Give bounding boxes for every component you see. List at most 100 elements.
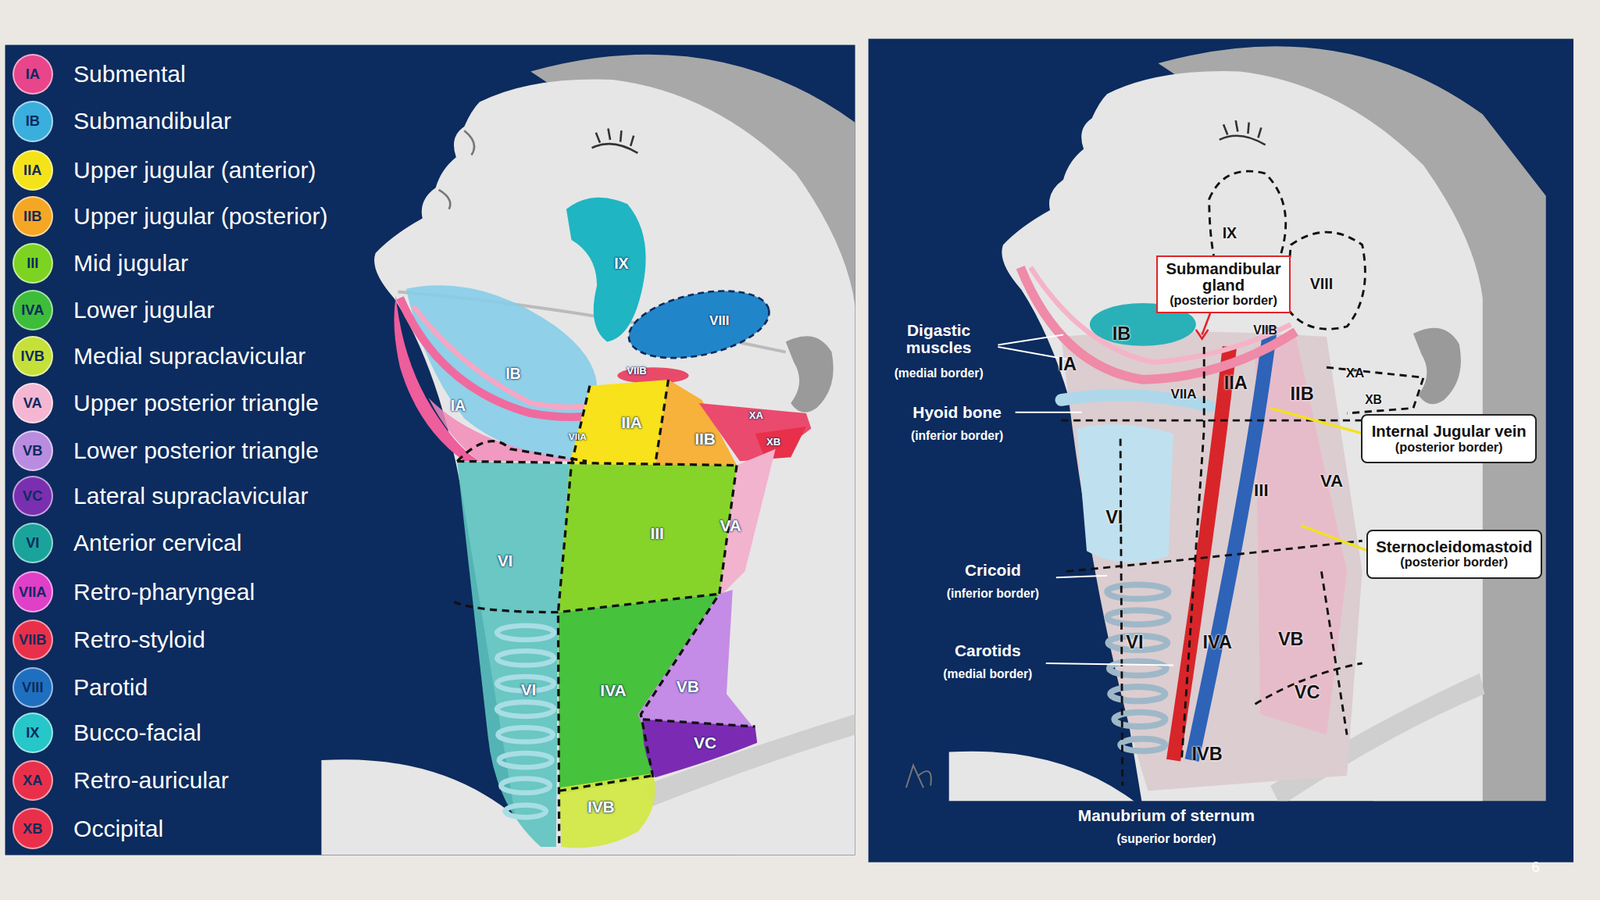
illustration-shape bbox=[1255, 663, 1363, 704]
region-label: VI bbox=[1125, 632, 1143, 652]
illustration-shape bbox=[1109, 660, 1167, 675]
level-code: IB bbox=[25, 112, 40, 130]
illustration-shape bbox=[1060, 331, 1362, 791]
legend-swatch: VB bbox=[12, 430, 54, 472]
legend-text: Parotid bbox=[73, 674, 148, 701]
region-label: IB bbox=[505, 365, 522, 383]
illustration-shape bbox=[1192, 326, 1272, 761]
illustration-shape bbox=[321, 78, 855, 855]
illustration-shape bbox=[1219, 120, 1266, 145]
structure-label: (medial border) bbox=[942, 667, 1033, 681]
legend-swatch: VIIA bbox=[12, 571, 54, 612]
illustration-shape bbox=[496, 625, 554, 640]
illustration-shape bbox=[1181, 346, 1204, 761]
legend-text: Upper jugular (posterior) bbox=[73, 203, 328, 230]
region-label: VIIA bbox=[568, 432, 587, 442]
level-code: IX bbox=[25, 724, 40, 742]
legend-text: Lateral supraclavicular bbox=[73, 482, 308, 510]
callout-subtitle: (posterior border) bbox=[1169, 293, 1278, 308]
illustration-shape bbox=[1285, 232, 1366, 329]
illustration-shape bbox=[439, 130, 475, 210]
illustration-shape bbox=[559, 775, 654, 792]
level-code: XB bbox=[22, 820, 43, 838]
region-label: VIIA bbox=[1171, 388, 1197, 403]
level-code: IA bbox=[25, 65, 40, 83]
legend-swatch: IA bbox=[12, 53, 54, 95]
illustration-shape bbox=[699, 403, 812, 461]
callout-subtitle: (posterior border) bbox=[1395, 440, 1504, 454]
level-code: VI bbox=[25, 534, 40, 552]
region-label: IIB bbox=[1290, 384, 1315, 404]
illustration-shape bbox=[1060, 171, 1424, 786]
illustration-shape bbox=[1107, 584, 1168, 599]
illustration-shape bbox=[642, 719, 758, 778]
illustration-shape bbox=[499, 753, 553, 768]
structure-label: (inferior border) bbox=[946, 587, 1040, 600]
region-label: IA bbox=[450, 396, 467, 414]
illustration-shape bbox=[1107, 584, 1168, 751]
region-label: IVB bbox=[587, 798, 615, 816]
region-label: IVB bbox=[1192, 744, 1223, 765]
region-label: VIIB bbox=[1253, 324, 1277, 337]
legend-swatch: IB bbox=[12, 100, 54, 142]
illustration-shape bbox=[1413, 328, 1461, 404]
illustration-shape bbox=[1076, 424, 1174, 563]
legend-text: Anterior cervical bbox=[73, 529, 242, 557]
illustration-shape bbox=[640, 465, 737, 779]
region-label: VIIB bbox=[626, 366, 647, 378]
illustration-shape bbox=[457, 441, 587, 462]
region-label: IX bbox=[1222, 225, 1238, 242]
structure-label: (medial border) bbox=[894, 367, 984, 380]
level-code: VA bbox=[23, 394, 43, 412]
illustration-shape bbox=[1120, 739, 1165, 752]
page-number: 6 bbox=[1532, 860, 1540, 875]
illustration-shape bbox=[1110, 686, 1166, 701]
region-label: XB bbox=[1364, 393, 1383, 407]
illustration-shape bbox=[559, 773, 656, 848]
illustration-shape bbox=[453, 379, 755, 847]
region-label: XA bbox=[1346, 366, 1365, 381]
region-label: III bbox=[650, 525, 664, 543]
illustration-shape bbox=[1120, 439, 1123, 786]
legend-text: Submental bbox=[73, 60, 186, 88]
callout-title: Internal Jugular vein bbox=[1371, 423, 1527, 440]
region-label: IIB bbox=[694, 430, 716, 448]
level-code: VC bbox=[22, 487, 43, 505]
region-label: IIA bbox=[1224, 372, 1248, 393]
legend-text: Retro-styloid bbox=[73, 626, 206, 654]
illustration-shape bbox=[457, 460, 570, 847]
level-code: IIB bbox=[23, 207, 42, 225]
illustration-shape bbox=[1066, 540, 1363, 572]
region-label: VB bbox=[1278, 628, 1304, 649]
illustration-shape bbox=[642, 714, 856, 807]
illustration-shape bbox=[655, 379, 669, 466]
illustration-shape bbox=[566, 197, 647, 343]
legend-text: Upper jugular (anterior) bbox=[73, 157, 316, 184]
illustration-shape bbox=[453, 593, 720, 613]
legend-text: Medial supraclavicular bbox=[73, 342, 306, 370]
illustration-shape bbox=[1107, 610, 1168, 625]
legend-text: Lower posterior triangle bbox=[73, 437, 319, 465]
left-panel bbox=[5, 44, 856, 855]
illustration-shape bbox=[569, 379, 669, 466]
region-label: VA bbox=[1320, 472, 1343, 491]
structure-label: (inferior border) bbox=[910, 428, 1004, 442]
legend-swatch: XA bbox=[12, 760, 54, 801]
region-label: IA bbox=[1057, 354, 1077, 375]
legend-text: Retro-pharyngeal bbox=[73, 578, 255, 606]
illustration-shape bbox=[1015, 411, 1083, 414]
region-label: XA bbox=[749, 410, 764, 422]
legend-swatch: III bbox=[12, 242, 54, 284]
illustration-shape bbox=[1255, 336, 1348, 735]
illustration-shape bbox=[557, 385, 590, 847]
legend-swatch: VIIB bbox=[12, 619, 54, 661]
illustration-shape bbox=[1270, 407, 1364, 434]
structure-label: (superior border) bbox=[1116, 832, 1216, 845]
legend-text: Submandibular bbox=[73, 107, 232, 135]
callout-box: Submandibular gland(posterior border) bbox=[1156, 255, 1291, 314]
illustration-shape bbox=[496, 625, 554, 818]
illustration-shape bbox=[642, 719, 756, 727]
illustration-shape bbox=[785, 335, 834, 412]
region-label: VC bbox=[693, 734, 717, 752]
